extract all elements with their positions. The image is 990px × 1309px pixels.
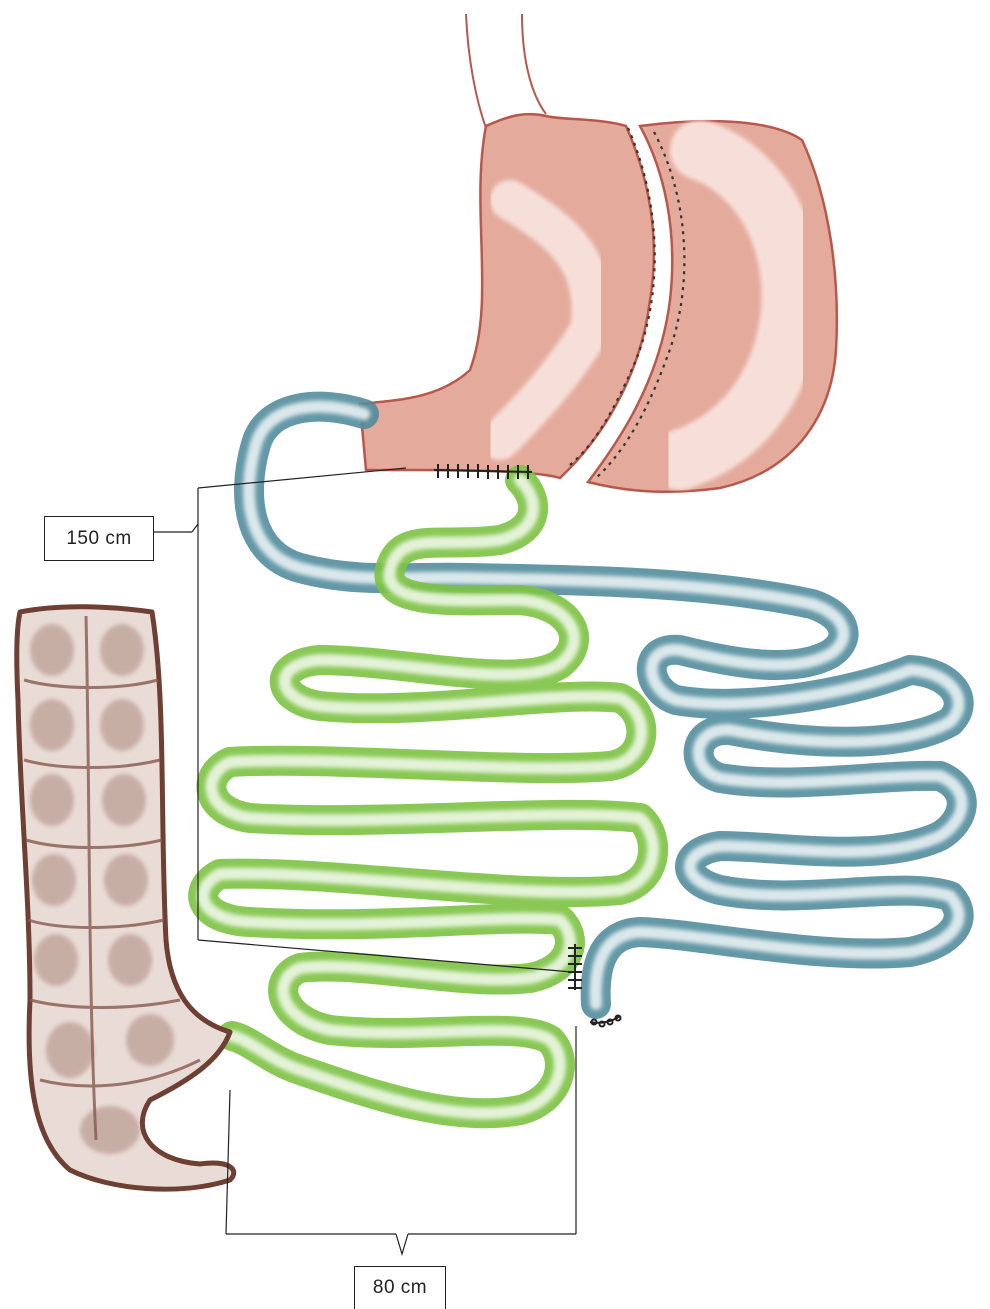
esophagus xyxy=(466,14,546,128)
alimentary-limb-length-label: 150 cm xyxy=(44,516,154,561)
stomach-pouch xyxy=(360,114,655,478)
common-channel-length-label: 80 cm xyxy=(354,1266,446,1309)
